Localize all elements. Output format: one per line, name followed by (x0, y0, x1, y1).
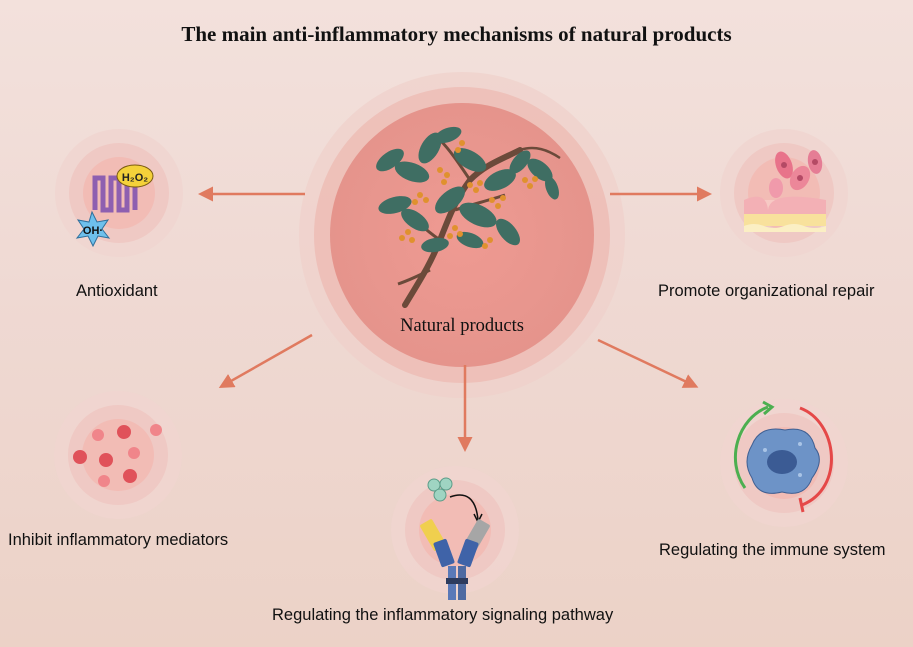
signaling-label: Regulating the inflammatory signaling pa… (272, 606, 614, 624)
mediator-dots-icon (73, 424, 162, 487)
upregulate-arrow-icon (734, 405, 769, 489)
mediators-node (54, 391, 182, 519)
signaling-node (391, 466, 519, 600)
repair-label: Promote organizational repair (658, 282, 875, 300)
antioxidant-node: H₂O₂ OH· (55, 129, 183, 257)
h2o2-badge (116, 164, 154, 188)
oh-label: OH· (83, 225, 103, 237)
receptor-icon (420, 477, 490, 600)
mediators-label: Inhibit inflammatory mediators (8, 531, 229, 549)
antioxidant-label: Antioxidant (76, 282, 158, 300)
tissue-repair-icon (744, 150, 826, 232)
repair-node (720, 129, 848, 257)
center-label: Natural products (400, 316, 524, 336)
immune-node (720, 399, 848, 527)
page-title: The main anti-inflammatory mechanisms of… (181, 22, 732, 46)
arrow-to-immune (597, 338, 699, 388)
arrow-to-mediators (218, 333, 313, 388)
immune-cell-icon (746, 428, 820, 494)
inhibit-arrow-icon (799, 406, 833, 507)
arrows (198, 186, 712, 452)
h2o2-label: H₂O₂ (122, 172, 148, 184)
immune-label: Regulating the immune system (659, 541, 886, 559)
plant-branch-icon (376, 126, 561, 308)
radical-star-icon (75, 210, 111, 248)
